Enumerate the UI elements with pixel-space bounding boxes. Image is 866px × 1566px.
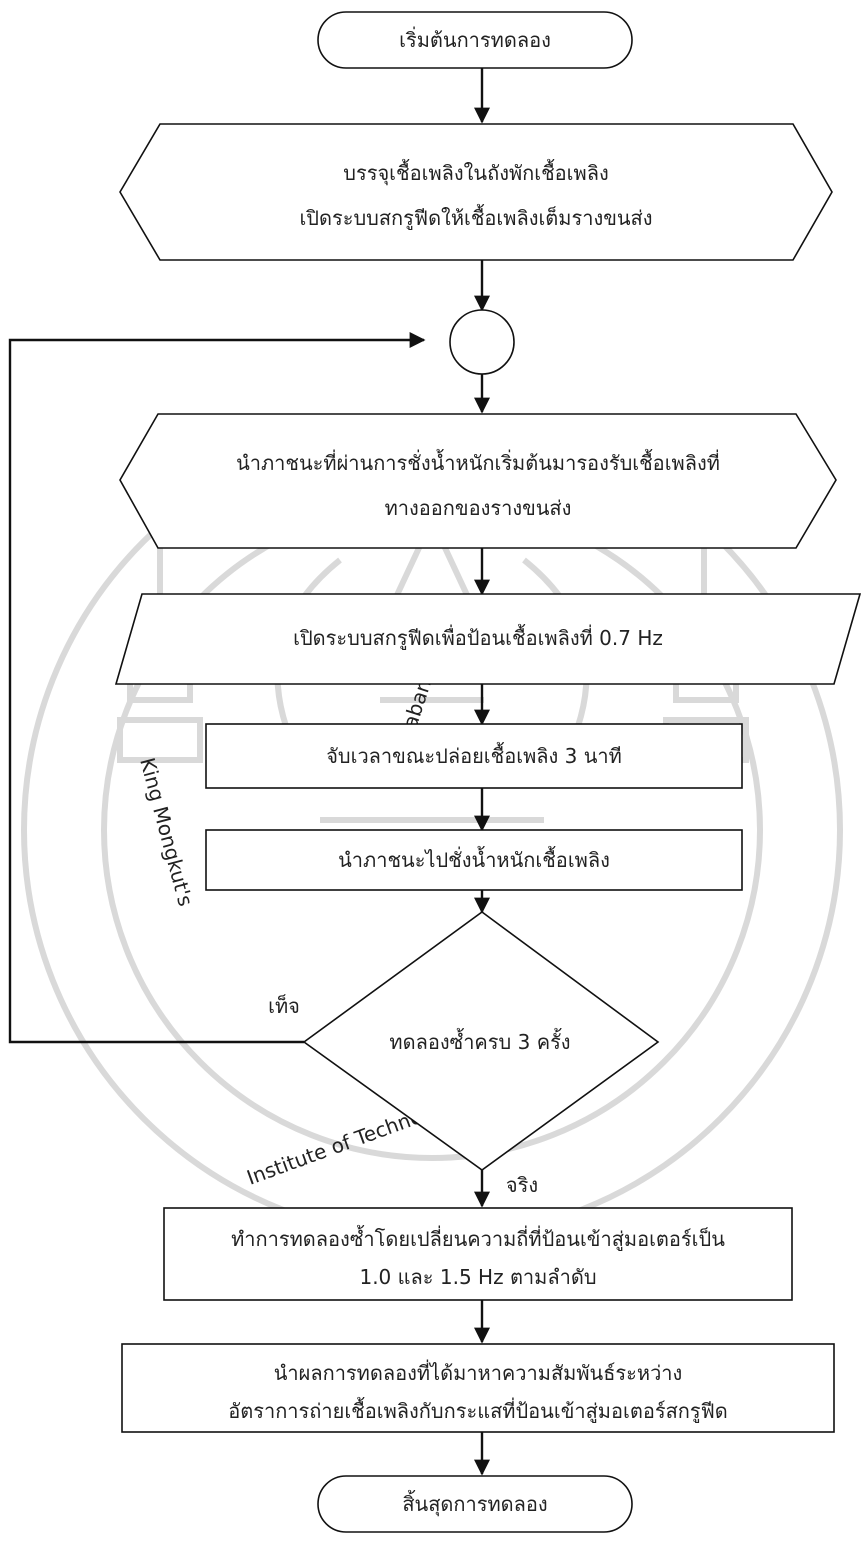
connectors bbox=[8, 66, 490, 1476]
node-place-container-line-1: นำภาชนะที่ผ่านการชั่งน้ำหนักเริ่มต้นมารอ… bbox=[236, 449, 720, 475]
node-end: สิ้นสุดการทดลอง bbox=[317, 1475, 633, 1533]
node-prep: บรรจุเชื้อเพลิงในถังพักเชื้อเพลิง เปิดระ… bbox=[119, 123, 833, 261]
node-decision-text: ทดลองซ้ำครบ 3 ครั้ง bbox=[389, 1028, 570, 1054]
edge-label-true: จริง bbox=[506, 1173, 538, 1197]
node-start-text: เริ่มต้นการทดลอง bbox=[399, 26, 551, 52]
node-feed: เปิดระบบสกรูฟีดเพื่อป้อนเชื้อเพลิงที่ 0.… bbox=[114, 593, 862, 685]
node-timer: จับเวลาขณะปล่อยเชื้อเพลิง 3 นาที bbox=[205, 723, 743, 789]
node-timer-text: จับเวลาขณะปล่อยเชื้อเพลิง 3 นาที bbox=[326, 742, 622, 768]
node-analyze-line-1: นำผลการทดลองที่ได้มาหาความสัมพันธ์ระหว่า… bbox=[274, 1359, 683, 1385]
node-prep-line-2: เปิดระบบสกรูฟีดให้เชื้อเพลิงเต็มรางขนส่ง bbox=[299, 204, 652, 231]
node-weigh-text: นำภาชนะไปชั่งน้ำหนักเชื้อเพลิง bbox=[338, 846, 610, 872]
node-decision: ทดลองซ้ำครบ 3 ครั้ง bbox=[302, 911, 660, 1171]
edge-label-false: เท็จ bbox=[268, 993, 300, 1018]
edge-decision-false-loop bbox=[8, 332, 426, 1044]
node-repeat: ทำการทดลองซ้ำโดยเปลี่ยนความถี่ที่ป้อนเข้… bbox=[163, 1207, 793, 1301]
node-repeat-line-2: 1.0 และ 1.5 Hz ตามลำดับ bbox=[359, 1265, 596, 1289]
node-weigh: นำภาชนะไปชั่งน้ำหนักเชื้อเพลิง bbox=[205, 829, 743, 891]
watermark-text-left: King Mongkut's bbox=[135, 755, 198, 909]
node-place-container-line-2: ทางออกของรางขนส่ง bbox=[385, 496, 572, 520]
node-prep-line-1: บรรจุเชื้อเพลิงในถังพักเชื้อเพลิง bbox=[343, 159, 608, 186]
node-repeat-line-1: ทำการทดลองซ้ำโดยเปลี่ยนความถี่ที่ป้อนเข้… bbox=[231, 1225, 725, 1252]
node-junction bbox=[449, 309, 515, 375]
node-feed-text: เปิดระบบสกรูฟีดเพื่อป้อนเชื้อเพลิงที่ 0.… bbox=[293, 624, 663, 651]
node-analyze-line-2: อัตราการถ่ายเชื้อเพลิงกับกระแสที่ป้อนเข้… bbox=[228, 1397, 728, 1424]
node-start: เริ่มต้นการทดลอง bbox=[317, 11, 633, 69]
node-place-container: นำภาชนะที่ผ่านการชั่งน้ำหนักเริ่มต้นมารอ… bbox=[119, 413, 837, 549]
node-analyze: นำผลการทดลองที่ได้มาหาความสัมพันธ์ระหว่า… bbox=[121, 1343, 835, 1433]
node-end-text: สิ้นสุดการทดลอง bbox=[402, 1490, 547, 1517]
